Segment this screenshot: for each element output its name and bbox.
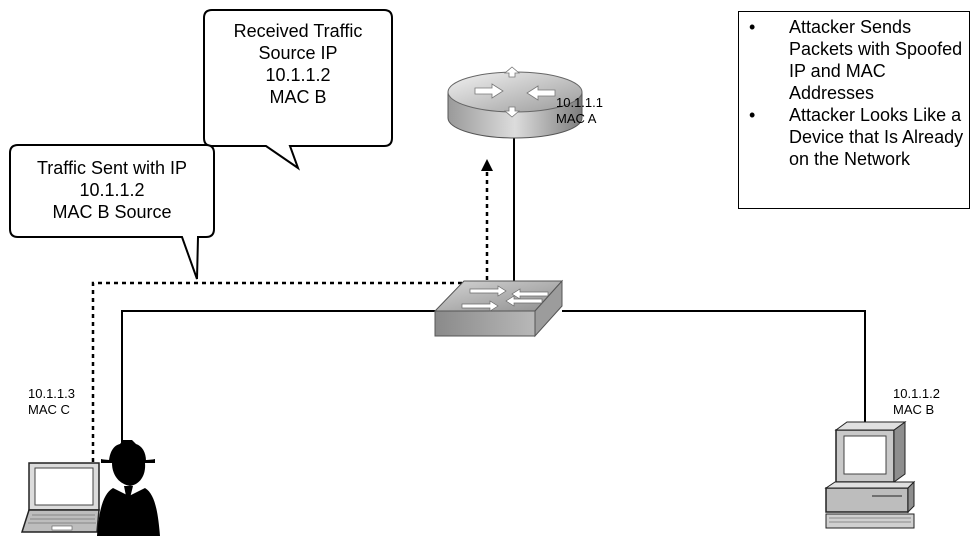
notes-box: • Attacker Sends Packets with Spoofed IP… [738,11,970,209]
traffic-sent-text: Traffic Sent with IP 10.1.1.2 MAC B Sour… [10,157,214,223]
switch-icon [433,279,564,338]
attacker-ip: 10.1.1.3 [28,386,75,401]
attacker-label: 10.1.1.3 MAC C [28,386,75,418]
bullet-icon: • [749,105,756,125]
desktop-computer-icon [824,421,916,529]
router-icon [447,66,583,139]
victim-ip: 10.1.1.2 [893,386,940,401]
received-line-4: MAC B [269,87,327,107]
router-ip: 10.1.1.1 [556,95,603,110]
notes-list: • Attacker Sends Packets with Spoofed IP… [739,12,969,170]
received-line-1: Received Traffic [233,21,363,41]
note-text: Attacker Looks Like a Device that Is Alr… [789,105,964,169]
note-item: • Attacker Looks Like a Device that Is A… [743,104,965,170]
laptop-icon [20,462,100,533]
traffic-sent-callout [9,144,215,280]
bullet-icon: • [749,17,756,37]
link-switch-attacker [121,310,435,457]
attacker-icon [97,440,160,536]
note-item: • Attacker Sends Packets with Spoofed IP… [743,16,965,104]
received-line-2: Source IP [258,43,338,63]
sent-line-3: MAC B Source [52,202,172,222]
traffic-arrowhead [481,159,493,171]
received-line-3: 10.1.1.2 [265,65,331,85]
sent-line-1: Traffic Sent with IP [36,158,188,178]
sent-line-2: 10.1.1.2 [79,180,145,200]
spoofed-traffic-path [91,170,489,470]
link-switch-victim [562,310,866,425]
router-mac: MAC A [556,111,597,126]
network-links [121,114,866,457]
note-text: Attacker Sends Packets with Spoofed IP a… [789,17,963,103]
router-label: 10.1.1.1 MAC A [556,95,603,127]
victim-mac: MAC B [893,402,935,417]
attacker-mac: MAC C [28,402,70,417]
received-traffic-text: Received Traffic Source IP 10.1.1.2 MAC … [204,20,392,108]
victim-label: 10.1.1.2 MAC B [893,386,940,418]
received-traffic-callout [203,9,393,171]
